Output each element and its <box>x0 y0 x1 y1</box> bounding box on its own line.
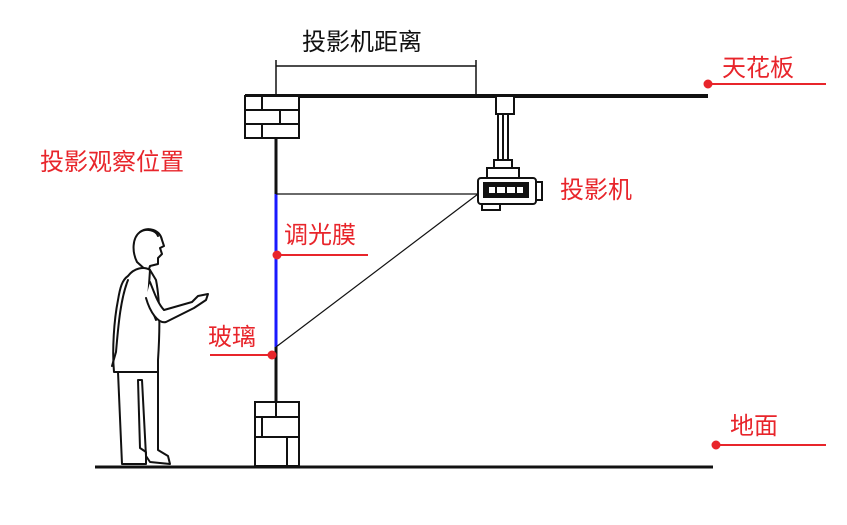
bottom-frame-block <box>254 401 300 467</box>
distance-dimension <box>275 60 477 94</box>
viewing-position-label: 投影观察位置 <box>40 148 184 176</box>
projector-distance-label: 投影机距离 <box>302 28 422 56</box>
dimming-film-label: 调光膜 <box>284 221 356 249</box>
projection-rays <box>275 193 479 348</box>
person-figure <box>111 228 209 465</box>
projector-label: 投影机 <box>560 176 632 204</box>
glass-label: 玻璃 <box>208 323 256 351</box>
annotation-leaders <box>210 79 826 450</box>
top-frame-block <box>244 95 300 139</box>
ceiling-label: 天花板 <box>722 54 794 82</box>
projector <box>477 95 543 211</box>
floor-label: 地面 <box>730 412 778 440</box>
